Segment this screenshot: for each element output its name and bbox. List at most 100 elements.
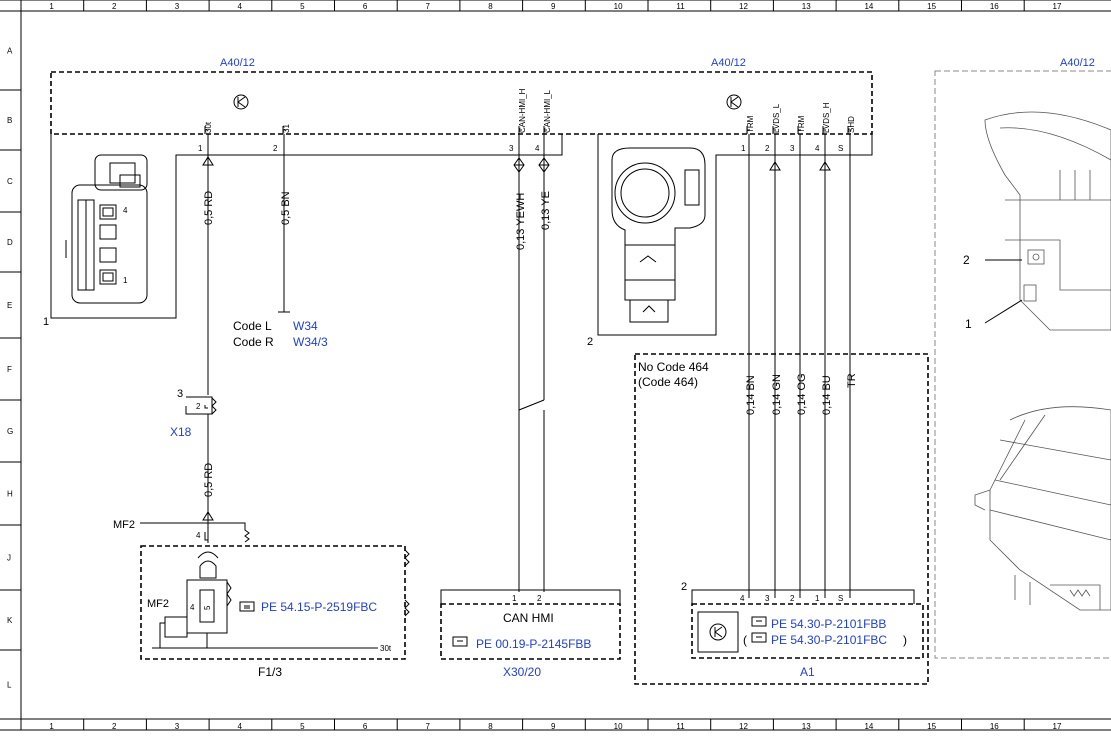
svg-text:4: 4 xyxy=(190,603,195,612)
column-number: 14 xyxy=(864,722,873,731)
x18-label[interactable]: X18 xyxy=(170,425,192,439)
row-letter: A xyxy=(7,47,13,56)
code-r-ref[interactable]: W34/3 xyxy=(293,335,328,349)
column-number: 10 xyxy=(614,722,623,731)
column-number: 1 xyxy=(49,2,54,11)
column-number: 11 xyxy=(676,722,685,731)
column-number: 14 xyxy=(864,2,873,11)
svg-text:(: ( xyxy=(743,633,747,647)
wire-14-gn: 0,14 GN xyxy=(771,374,783,415)
column-number: 17 xyxy=(1053,722,1062,731)
mf2-top-label: MF2 xyxy=(113,519,135,531)
column-number: 12 xyxy=(739,2,748,11)
electronic-symbol-icon xyxy=(233,94,249,110)
column-number: 7 xyxy=(426,2,431,11)
column-number: 6 xyxy=(363,2,368,11)
column-number: 1 xyxy=(49,722,54,731)
ref-pe-54-15[interactable]: PE 54.15-P-2519FBC xyxy=(261,600,377,614)
arrow-icon xyxy=(538,157,550,173)
svg-text:1: 1 xyxy=(815,594,820,603)
svg-text:3: 3 xyxy=(790,144,795,153)
a1-region xyxy=(634,353,929,685)
column-number: 11 xyxy=(676,2,685,11)
svg-text:4: 4 xyxy=(815,144,820,153)
pin-trm-2: TRM xyxy=(797,115,806,133)
code-r-label: Code R xyxy=(233,335,274,349)
column-number: 7 xyxy=(426,722,431,731)
svg-text:S: S xyxy=(838,144,843,153)
row-letter: C xyxy=(7,177,13,186)
column-number: 5 xyxy=(300,2,305,11)
svg-text:3: 3 xyxy=(765,594,770,603)
code-l-ref[interactable]: W34 xyxy=(293,319,318,333)
column-number: 6 xyxy=(363,722,368,731)
column-number: 15 xyxy=(927,722,936,731)
a1-label[interactable]: A1 xyxy=(800,665,815,679)
row-letter: G xyxy=(7,427,13,436)
svg-text:2: 2 xyxy=(765,144,770,153)
connector-1-outline xyxy=(50,134,563,319)
svg-text:5: 5 xyxy=(203,605,212,610)
pin-can-h: CAN-HMI_H xyxy=(518,88,527,133)
svg-text:4: 4 xyxy=(196,531,201,540)
arrow-icon xyxy=(769,161,781,171)
pin-lvds-l: LVDS_L xyxy=(772,103,781,133)
svg-text:1: 1 xyxy=(741,144,746,153)
arrow-icon xyxy=(513,157,525,173)
column-number: 5 xyxy=(300,722,305,731)
mf2-inner-label: MF2 xyxy=(147,598,169,610)
column-number: 4 xyxy=(237,2,242,11)
ref-pe-54-30-fbc[interactable]: PE 54.30-P-2101FBC xyxy=(771,633,887,647)
column-number: 2 xyxy=(112,722,117,731)
wire-0-5-rd: 0,5 RD xyxy=(203,191,215,225)
code-l-label: Code L xyxy=(233,319,272,333)
row-letter: L xyxy=(7,681,12,690)
label-1: 1 xyxy=(43,316,49,328)
row-letter: D xyxy=(7,238,13,247)
row-letter: B xyxy=(7,116,12,125)
row-letter: H xyxy=(7,490,13,499)
pin-30t: 30t xyxy=(204,121,213,133)
code-464: (Code 464) xyxy=(638,375,698,389)
column-number: 3 xyxy=(175,722,180,731)
wire-yewh: 0,13 YEWH xyxy=(515,193,527,250)
wire-0-5-bn: 0,5 BN xyxy=(280,191,292,225)
svg-text:1: 1 xyxy=(123,276,128,285)
svg-text:30t: 30t xyxy=(380,644,392,653)
pin-lvds-h: LVDS_H xyxy=(822,102,831,133)
svg-text:2: 2 xyxy=(537,594,542,603)
a1-housing xyxy=(691,603,924,659)
instrument-photo-top xyxy=(984,111,1111,331)
column-number: 13 xyxy=(802,2,811,11)
svg-text:1: 1 xyxy=(512,594,517,603)
a40-left-label[interactable]: A40/12 xyxy=(220,57,255,69)
column-number: 16 xyxy=(990,2,999,11)
a40-right-label[interactable]: A40/12 xyxy=(1060,57,1095,69)
x18-connector xyxy=(185,396,217,415)
f1-3-housing xyxy=(140,545,406,660)
pin-can-l: CAN-HMI_L xyxy=(543,89,552,133)
ref-pe-00-19[interactable]: PE 00.19-P-2145FBB xyxy=(476,637,591,651)
column-number: 9 xyxy=(551,722,556,731)
column-number: 3 xyxy=(175,2,180,11)
column-number: 12 xyxy=(739,722,748,731)
a40-dashed-housing xyxy=(50,71,873,135)
pin-31: 31 xyxy=(282,124,291,133)
a40-mid-label[interactable]: A40/12 xyxy=(711,57,746,69)
photo-area-frame xyxy=(934,70,1111,659)
x30-20-label[interactable]: X30/20 xyxy=(503,665,541,679)
svg-text:2: 2 xyxy=(790,594,795,603)
row-letter: J xyxy=(7,554,11,563)
row-letter: F xyxy=(7,365,12,374)
svg-text:2: 2 xyxy=(273,144,278,153)
wire-14-bn: 0,14 BN xyxy=(745,375,757,415)
ref-pe-54-30-fbb[interactable]: PE 54.30-P-2101FBB xyxy=(771,617,886,631)
svg-text:4: 4 xyxy=(740,594,745,603)
svg-text:3: 3 xyxy=(509,144,514,153)
column-number: 8 xyxy=(488,722,493,731)
x30-20-housing xyxy=(440,603,621,660)
svg-text:4: 4 xyxy=(123,206,128,215)
column-number: 2 xyxy=(112,2,117,11)
electronic-symbol-icon xyxy=(709,623,727,641)
